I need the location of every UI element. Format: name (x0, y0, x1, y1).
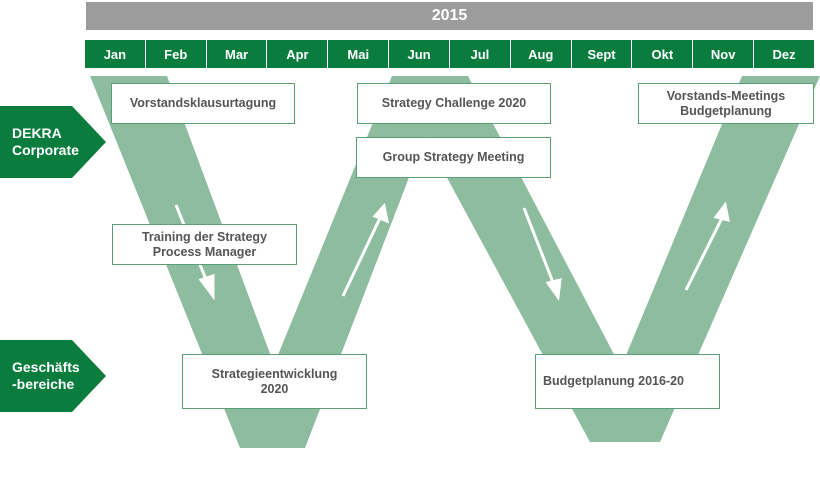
lane-label: DEKRA Corporate (12, 125, 79, 158)
event-group-strategy-meeting: Group Strategy Meeting (356, 137, 551, 178)
year-header: 2015 (86, 2, 813, 30)
month-jul: Jul (449, 40, 511, 68)
arrow-down-icon (198, 273, 215, 301)
month-feb: Feb (145, 40, 207, 68)
month-aug: Aug (510, 40, 572, 68)
month-mar: Mar (206, 40, 268, 68)
arrow-down-icon (545, 278, 562, 302)
event-training-strategy-process-manager: Training der Strategy Process Manager (112, 224, 297, 265)
event-budgetplanung-2016-20: Budgetplanung 2016-20 (535, 354, 720, 409)
lane-dekra-corporate: DEKRA Corporate (0, 106, 108, 178)
pentagon-arrow-shape (0, 340, 106, 412)
month-jun: Jun (389, 40, 450, 68)
event-vorstands-meetings-budgetplanung: Vorstands-Meetings Budgetplanung (638, 83, 814, 124)
month-row: Jan Feb Mar Apr Mai Jun Jul Aug Sept Okt… (85, 40, 814, 68)
month-sept: Sept (571, 40, 633, 68)
month-jan: Jan (85, 40, 146, 68)
month-okt: Okt (632, 40, 694, 68)
month-nov: Nov (693, 40, 755, 68)
month-dez: Dez (754, 40, 814, 68)
month-apr: Apr (267, 40, 329, 68)
arrow-up-icon (713, 201, 730, 223)
lane-geschaeftsbereiche: Geschäfts -bereiche (0, 340, 108, 412)
event-strategieentwicklung-2020: Strategieentwicklung 2020 (182, 354, 367, 409)
month-mai: Mai (328, 40, 390, 68)
event-strategy-challenge-2020: Strategy Challenge 2020 (357, 83, 551, 124)
lane-label: Geschäfts -bereiche (12, 359, 80, 392)
v2-up-arm (590, 76, 820, 442)
arrow-up-icon (372, 202, 390, 224)
event-vorstandsklausurtagung: Vorstandsklausurtagung (111, 83, 295, 124)
pentagon-arrow-shape (0, 106, 106, 178)
